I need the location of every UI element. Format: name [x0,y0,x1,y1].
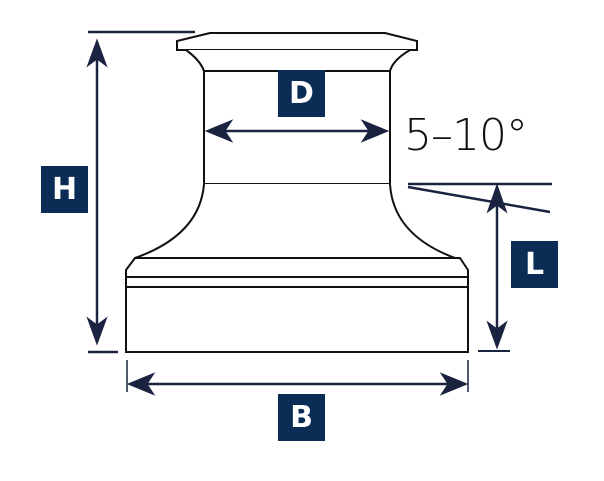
height-label-badge: H [41,166,88,213]
base-label-badge: B [278,394,325,441]
line-height-label-badge: L [511,241,558,288]
angle-range-label: 5–10° [404,110,528,161]
drum-diameter-label-badge: D [278,70,325,117]
winch-outline [125,32,469,353]
